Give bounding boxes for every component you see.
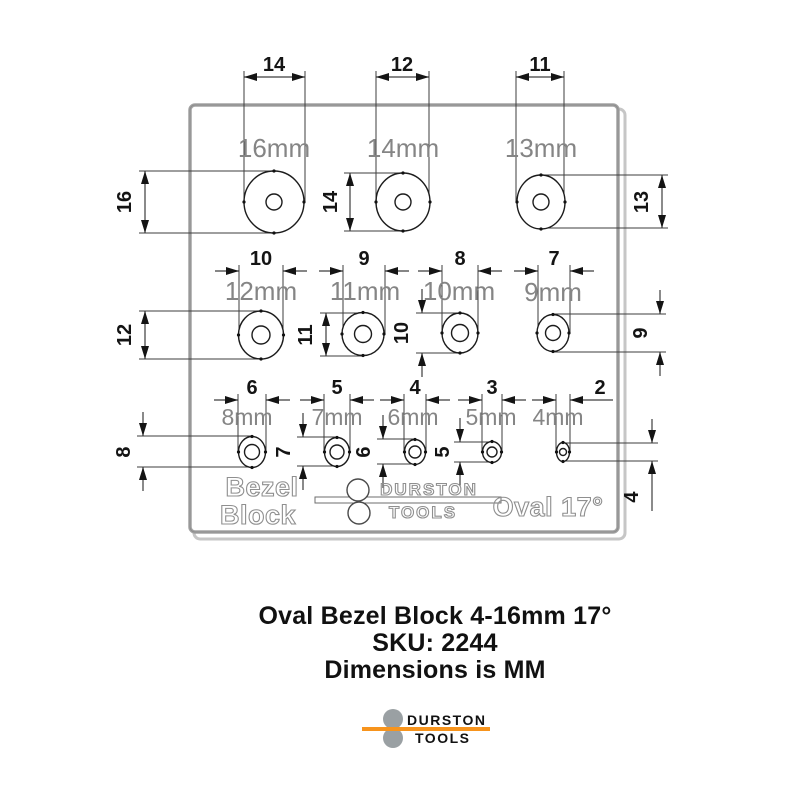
dimension-height-7: 7 (273, 413, 337, 490)
svg-text:4: 4 (409, 377, 421, 399)
dimension-height-16: 16 (114, 170, 274, 234)
svg-text:7: 7 (548, 248, 559, 270)
dimension-width-8: 8 (418, 248, 502, 333)
bezel-hole-16mm: 16mm (238, 133, 310, 235)
svg-text:14: 14 (263, 54, 286, 76)
dimension-width-12: 12 (375, 54, 430, 202)
svg-text:10: 10 (391, 322, 413, 344)
dimension-width-7: 7 (514, 248, 594, 333)
bezel-hole-7mm: 7mm (311, 404, 363, 469)
dimension-width-2: 2 (532, 377, 613, 452)
engraved-roll-icon (346, 478, 370, 502)
logo-brand-durston: DURSTON (407, 712, 487, 728)
hole-size-label: 11mm (330, 276, 400, 306)
bezel-hole-11mm: 11mm (330, 276, 400, 358)
bezel-hole-4mm: 4mm (532, 404, 584, 464)
dimension-height-8: 8 (113, 412, 252, 491)
dimension-height-4: 4 (563, 419, 658, 511)
hole-size-label: 12mm (225, 276, 297, 306)
logo-brand-tools: TOOLS (415, 730, 471, 746)
svg-text:6: 6 (246, 377, 257, 399)
dimension-width-14: 14 (243, 54, 306, 202)
block-outline (189, 104, 619, 533)
dimension-height-11: 11 (295, 312, 363, 357)
bezel-hole-10mm: 10mm (423, 276, 495, 355)
product-sku: SKU: 2244 (372, 629, 498, 657)
svg-text:7: 7 (273, 446, 295, 457)
svg-text:12: 12 (391, 54, 413, 76)
roll-bottom-icon (383, 728, 403, 748)
engraving-oval-17: Oval 17° (493, 492, 604, 522)
dimension-height-5: 5 (432, 418, 492, 486)
hole-size-label: 7mm (311, 404, 362, 430)
hole-size-label: 4mm (532, 404, 583, 430)
dimension-width-4: 4 (380, 377, 450, 452)
bezel-hole-14mm: 14mm (367, 133, 439, 233)
svg-text:5: 5 (331, 377, 342, 399)
hole-size-label: 8mm (221, 404, 272, 430)
svg-text:8: 8 (454, 248, 465, 270)
hole-size-label: 9mm (524, 277, 582, 307)
svg-text:6: 6 (353, 446, 375, 457)
dimension-height-13: 13 (541, 174, 668, 229)
product-dimensions-note: Dimensions is MM (324, 656, 546, 684)
dimension-width-9: 9 (319, 248, 409, 334)
hole-size-label: 5mm (465, 404, 516, 430)
svg-text:10: 10 (250, 248, 272, 270)
svg-text:3: 3 (486, 377, 497, 399)
dimension-width-10: 10 (215, 248, 307, 335)
svg-text:5: 5 (432, 446, 454, 457)
hole-size-label: 13mm (505, 133, 577, 163)
dimension-height-10: 10 (391, 289, 460, 377)
engraving-bezel-line2: Block (220, 500, 297, 530)
svg-text:12: 12 (114, 324, 136, 346)
dimension-width-6: 6 (214, 377, 290, 452)
bezel-hole-6mm: 6mm (387, 404, 439, 467)
bezel-hole-13mm: 13mm (505, 133, 577, 231)
engraved-roll-bar (314, 496, 502, 504)
engraved-logo (314, 478, 502, 525)
engraving-brand-durston: DURSTON (380, 480, 478, 499)
svg-text:13: 13 (631, 191, 653, 213)
dimension-height-12: 12 (114, 310, 261, 360)
dimension-width-3: 3 (458, 377, 526, 452)
hole-size-label: 10mm (423, 276, 495, 306)
svg-text:9: 9 (358, 248, 369, 270)
bezel-hole-5mm: 5mm (465, 404, 517, 465)
logo-accent-line (362, 727, 490, 731)
engraving-bezel-line1: Bezel (225, 472, 298, 502)
roll-top-icon (383, 709, 403, 729)
hole-size-label: 16mm (238, 133, 310, 163)
dimension-height-9: 9 (553, 290, 666, 376)
svg-text:9: 9 (630, 327, 652, 338)
durston-tools-logo: DURSTON TOOLS (0, 705, 800, 765)
svg-text:16: 16 (114, 191, 136, 213)
bezel-hole-9mm: 9mm (524, 277, 582, 354)
bezel-hole-8mm: 8mm (221, 404, 273, 470)
dimension-width-11: 11 (515, 54, 565, 202)
engraved-roll-icon (347, 501, 371, 525)
dimension-height-14: 14 (320, 172, 403, 232)
product-title: Oval Bezel Block 4-16mm 17° (258, 602, 612, 630)
bezel-hole-12mm: 12mm (225, 276, 297, 361)
dimension-width-5: 5 (300, 377, 374, 452)
svg-text:14: 14 (320, 190, 342, 213)
svg-text:4: 4 (621, 491, 643, 503)
svg-text:11: 11 (529, 54, 550, 76)
hole-size-label: 6mm (387, 404, 438, 430)
engraving-brand-tools: TOOLS (389, 503, 457, 522)
product-caption: Oval Bezel Block 4-16mm 17° SKU: 2244 Di… (35, 603, 800, 684)
svg-text:8: 8 (113, 446, 135, 457)
svg-text:2: 2 (594, 377, 605, 399)
dimension-height-6: 6 (353, 415, 415, 488)
hole-size-label: 14mm (367, 133, 439, 163)
technical-drawing: 14 12 11 10 9 8 7 6 5 4 3 2 16 14 13 12 11 10 9 8 7 6 5 4 16mm 14… (113, 54, 668, 541)
svg-text:11: 11 (295, 324, 317, 345)
